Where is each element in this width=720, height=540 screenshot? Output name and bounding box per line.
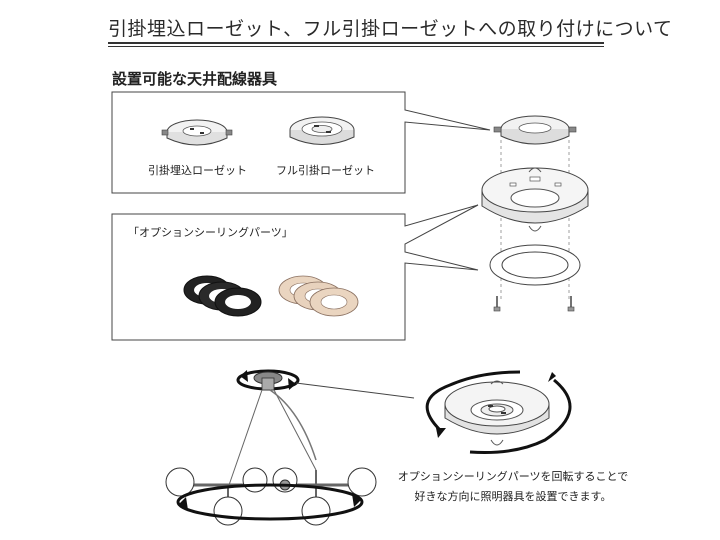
screw-icon [493,296,501,312]
full-hook-rosette-label: フル引掛ローゼット [276,164,375,177]
full-hook-rosette-icon [289,116,355,145]
title-underline-thick [108,42,604,44]
embedded-rosette-label: 引掛埋込ローゼット [148,164,247,177]
rotation-note-line1: オプションシーリングパーツを回転することで [397,470,629,483]
rosette-panel [111,91,491,194]
exploded-assembly-diagram [481,115,589,312]
ceiling-parts-label: 「オプションシーリングパーツ」 [128,226,293,239]
ceiling-parts-panel [111,204,479,341]
embedded-rosette-icon [161,119,233,146]
page-title: 引掛埋込ローゼット、フル引掛ローゼットへの取り付けについて [108,18,673,40]
rotating-ceiling-part-diagram [425,370,572,454]
beige-ring-set-icon [278,275,359,317]
callout-line [295,382,415,399]
screw-icon [567,296,575,312]
rotation-note-line2: 好きな方向に照明器具を設置できます。 [414,490,612,503]
title-underline-thin [108,46,604,47]
pendant-light-diagram [165,369,377,526]
section-heading: 設置可能な天井配線器具 [112,70,278,88]
black-ring-set-icon [183,275,262,317]
